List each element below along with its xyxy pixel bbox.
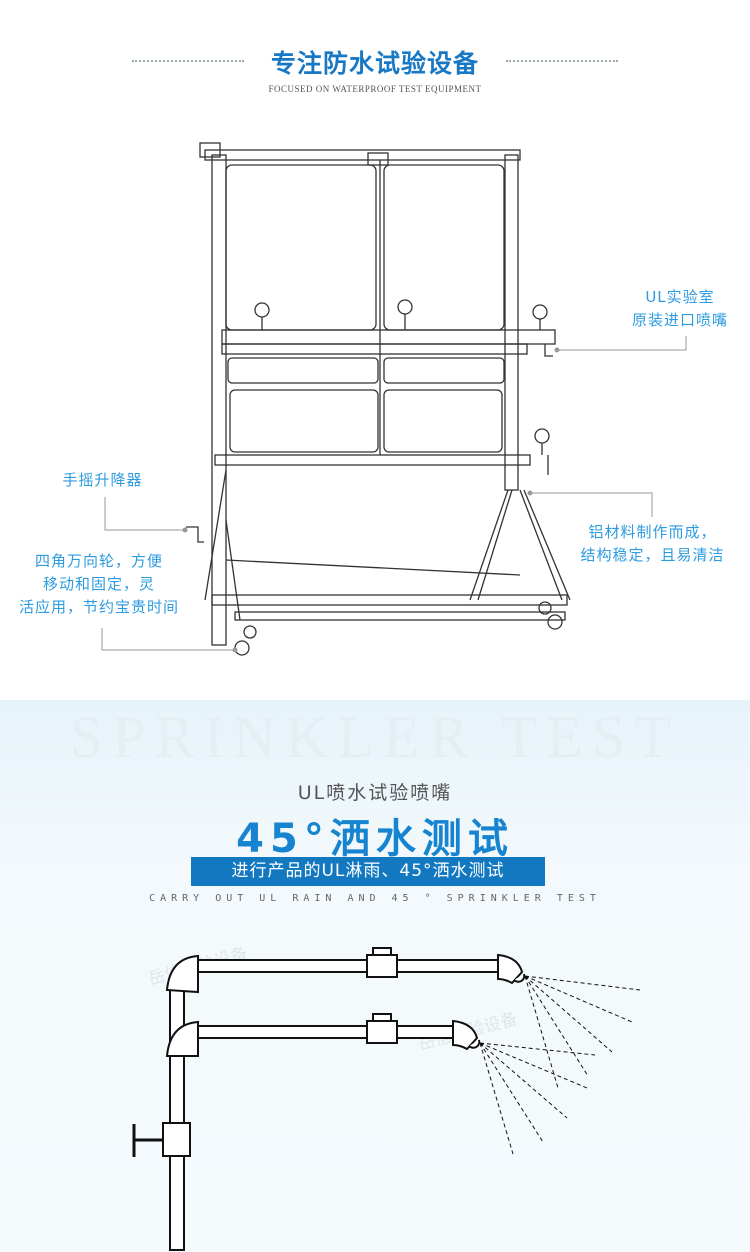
sprinkler-band: 进行产品的UL淋雨、45°洒水测试 [191, 857, 545, 886]
callout-wheels-line1: 四角万向轮，方便 [34, 552, 163, 570]
sprinkler-headline: 45°洒水测试 [236, 816, 514, 862]
callout-wheels-line3: 活应用，节约宝贵时间 [18, 598, 179, 616]
sprinkler-english: CARRY OUT UL RAIN AND 45 ° SPRINKLER TES… [149, 893, 601, 904]
callout-nozzle-line2: 原装进口喷嘴 [631, 311, 728, 329]
divider-left [132, 60, 244, 62]
equipment-section: 专注防水试验设备 FOCUSED ON WATERPROOF TEST EQUI… [0, 49, 750, 656]
callout-crank: 手摇升降器 [62, 471, 143, 489]
divider-right [506, 60, 618, 62]
sprinkler-label: UL喷水试验喷嘴 [297, 782, 453, 804]
section-subtitle: FOCUSED ON WATERPROOF TEST EQUIPMENT [268, 84, 482, 94]
callout-material-line1: 铝材料制作而成， [588, 523, 717, 541]
callout-nozzle-line1: UL实验室 [645, 288, 715, 306]
callout-wheels-line2: 移动和固定，灵 [42, 575, 155, 593]
callout-lines [101, 336, 687, 653]
section-title: 专注防水试验设备 [270, 49, 479, 78]
callout-material: 铝材料制作而成， 结构稳定，且易清洁 [565, 521, 740, 567]
callout-wheels: 四角万向轮，方便 移动和固定，灵 活应用，节约宝贵时间 [0, 550, 198, 619]
rain-test-rack-illustration [186, 142, 571, 656]
callout-nozzle: UL实验室 原装进口喷嘴 [610, 286, 750, 332]
spray-lines [479, 975, 641, 1155]
background-watermark: SPRINKLER TEST [70, 704, 680, 770]
callout-material-line2: 结构稳定，且易清洁 [580, 546, 725, 564]
